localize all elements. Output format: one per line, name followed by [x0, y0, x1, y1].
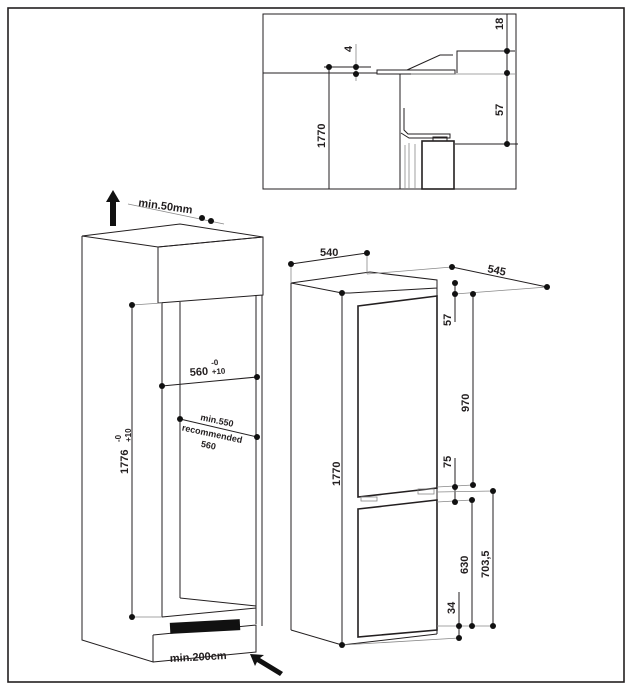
- fridge-height: 1770: [331, 462, 343, 486]
- cabinet-width-tol-plus: +10: [211, 366, 226, 376]
- airflow-arrow-icon: [250, 654, 283, 676]
- page-border: [7, 7, 625, 683]
- fridge-dim-34: 34: [446, 601, 458, 614]
- fridge-dim-703-5: 703,5: [480, 550, 492, 578]
- cabinet-height-tol-minus: -0: [114, 434, 123, 442]
- cabinet-height: 1776: [119, 450, 131, 474]
- fridge-depth: 545: [486, 263, 506, 279]
- fridge-dim-630: 630: [459, 556, 471, 574]
- inset-detail: 4 18 57 1770: [262, 13, 518, 190]
- inset-dim-1770: 1770: [316, 124, 328, 148]
- fridge-dim-57: 57: [442, 314, 454, 326]
- fridge-dim-75: 75: [442, 456, 454, 468]
- cabinet-vent-label: min.200cm: [170, 650, 228, 665]
- inset-dim-4: 4: [343, 45, 355, 52]
- cabinet-height-tol-plus: +10: [124, 428, 133, 442]
- upper-door: [357, 295, 438, 498]
- cabinet-top-gap: min.50mm: [138, 197, 194, 216]
- fridge-dim-970: 970: [460, 394, 472, 412]
- cabinet-depth-recommended-value: 560: [200, 439, 217, 452]
- inset-dim-57: 57: [494, 104, 506, 116]
- vent-grille: [169, 619, 241, 634]
- cabinet-width-tol-minus: -0: [211, 358, 219, 368]
- lower-door: [357, 499, 438, 638]
- fridge-drawing: 540 545 1770 57 970 75 630 703,5 34: [288, 247, 550, 648]
- fridge-width: 540: [320, 247, 338, 259]
- cabinet-niche: min.50mm 1776 -0 +10 560 -0 +10 min.550 …: [81, 190, 283, 676]
- inset-dim-18: 18: [494, 18, 506, 30]
- cabinet-width: 560: [189, 366, 208, 379]
- up-arrow-icon: [106, 190, 120, 226]
